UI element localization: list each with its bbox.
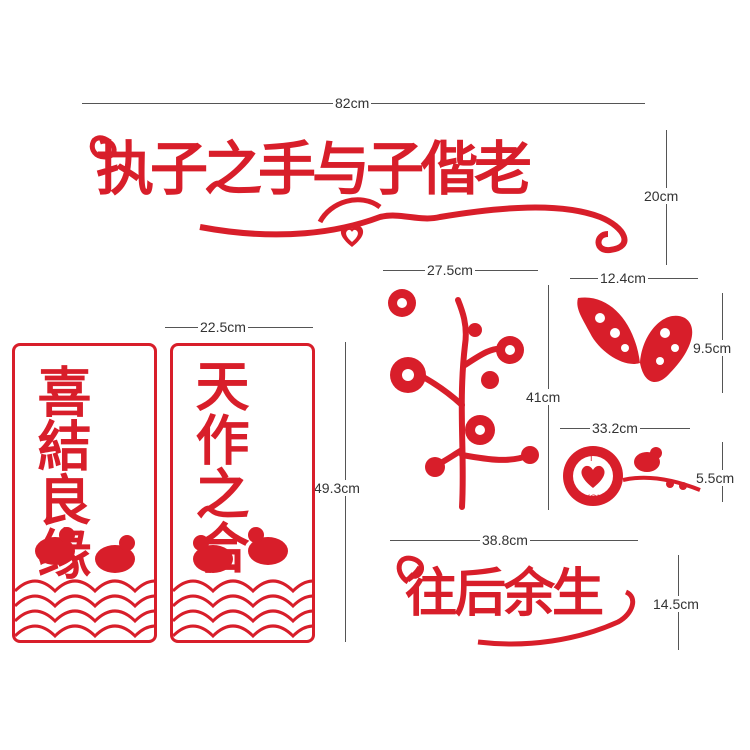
butterfly-height-label: 9.5cm <box>691 340 734 356</box>
bird-height-label: 5.5cm <box>694 470 737 486</box>
bird-top-text: I <box>590 453 593 463</box>
butterfly-icon <box>577 297 693 383</box>
wave-pattern-icon <box>173 527 312 639</box>
butterfly-width-label: 12.4cm <box>598 270 648 286</box>
couplet-left-panel: 喜結良缘 <box>12 343 157 643</box>
heart-icon <box>340 225 364 247</box>
bottom-banner-width-label: 38.8cm <box>480 532 530 548</box>
bottom-banner-height-label: 14.5cm <box>651 596 701 612</box>
bird-bottom-text: YOU <box>584 493 604 503</box>
couplet-width-label: 22.5cm <box>198 319 248 335</box>
flower-icon <box>388 289 539 510</box>
top-banner-flourish <box>89 135 628 254</box>
top-banner-width-label: 82cm <box>333 95 372 111</box>
plum-height-label: 41cm <box>524 389 563 405</box>
bird-width-label: 33.2cm <box>590 420 640 436</box>
bottom-banner-flourish <box>396 555 636 647</box>
mandarin-duck-icon <box>15 527 154 639</box>
bird-icon <box>563 446 701 506</box>
top-banner-height-label: 20cm <box>642 188 681 204</box>
bottom-banner-text: 往后余生 <box>405 563 604 624</box>
couplet-height-label: 49.3cm <box>312 480 362 496</box>
top-banner-text: 执子之手与子偕老 <box>96 135 532 203</box>
couplet-right-panel: 天作之合 <box>170 343 315 643</box>
plum-width-label: 27.5cm <box>425 262 475 278</box>
